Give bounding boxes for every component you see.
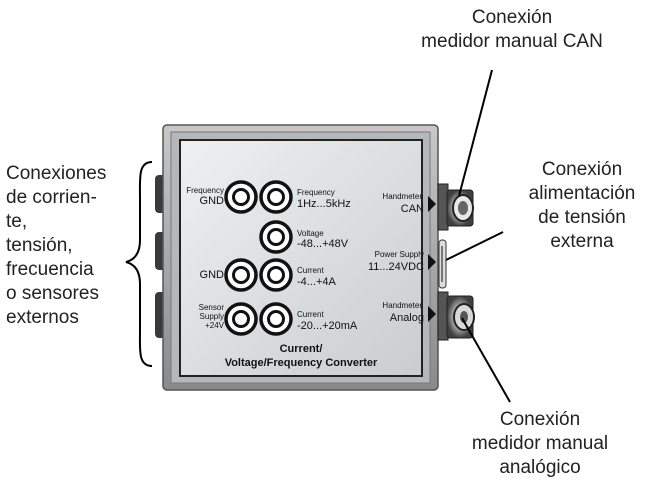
callout-line: o sensores <box>6 283 99 304</box>
callout-line: medidor manual CAN <box>421 31 603 52</box>
power-connector <box>438 239 447 289</box>
label-freq-gnd: GND <box>199 195 224 207</box>
label-current-a: Current <box>297 266 324 275</box>
callout-power: Conexión alimentación de tensión externa <box>512 158 648 254</box>
label-freq-range: 1Hz...5kHz <box>297 198 351 210</box>
jack-freq <box>259 180 293 214</box>
label-analog-1: Handmeter <box>382 301 422 310</box>
label-voltage-range: -48...+48V <box>297 238 349 250</box>
callout-line: alimentación <box>528 183 636 204</box>
label-freq-gnd-top: Frequency <box>186 186 224 195</box>
callout-inputs: Conexiones de corrien- te, tensión, frec… <box>6 162 136 330</box>
label-current-ma-range: -20...+20mA <box>297 320 358 332</box>
callout-line: tensión, <box>6 235 73 256</box>
jacks <box>224 180 293 336</box>
device-title-2: Voltage/Frequency Converter <box>224 357 378 369</box>
device-title-1: Current/ <box>279 343 323 355</box>
jack-current-ma <box>259 302 293 336</box>
port-arrows <box>428 196 436 322</box>
label-gnd: GND <box>199 269 224 281</box>
jack-sensor-supply <box>224 302 258 336</box>
callout-line: te, <box>6 211 28 232</box>
callout-line: externos <box>6 307 79 328</box>
label-sensor-2: Supply <box>199 312 224 321</box>
callout-line: Conexión <box>499 409 581 430</box>
label-sensor-1: Sensor <box>198 303 224 312</box>
label-current-ma: Current <box>297 310 324 319</box>
jack-freq-gnd <box>224 180 258 214</box>
callout-handmeter-can: Conexión medidor manual CAN <box>397 6 627 54</box>
label-analog-2: Analog <box>389 312 424 324</box>
label-power-1: Power Supply <box>374 250 424 259</box>
analog-connector <box>437 291 475 341</box>
leader-lines <box>445 69 511 403</box>
label-freq-right-top: Frequency <box>297 188 335 197</box>
can-connector <box>437 183 474 231</box>
callout-line: frecuencia <box>6 259 94 280</box>
brace <box>125 161 153 367</box>
callout-line: de corrien- <box>6 187 97 208</box>
callout-line: externa <box>550 231 614 252</box>
callout-handmeter-analog: Conexión medidor manual analógico <box>445 408 635 480</box>
label-power-2: 11...24VDC <box>367 261 424 273</box>
label-voltage: Voltage <box>297 229 324 238</box>
callout-line: medidor manual <box>471 433 609 454</box>
jack-current-a <box>259 258 293 292</box>
callout-line: Conexión <box>541 159 623 180</box>
callout-line: de tensión <box>538 207 626 228</box>
jack-gnd <box>224 258 258 292</box>
callout-line: Conexión <box>471 7 553 28</box>
label-current-a-range: -4...+4A <box>297 276 336 288</box>
label-sensor-3: +24V <box>205 321 224 330</box>
callout-line: analógico <box>499 457 581 478</box>
jack-voltage <box>259 220 293 254</box>
callout-line: Conexiones <box>6 163 107 184</box>
label-can-1: Handmeter <box>382 192 422 201</box>
face-plate <box>179 139 423 377</box>
label-can-2: CAN <box>400 203 424 215</box>
